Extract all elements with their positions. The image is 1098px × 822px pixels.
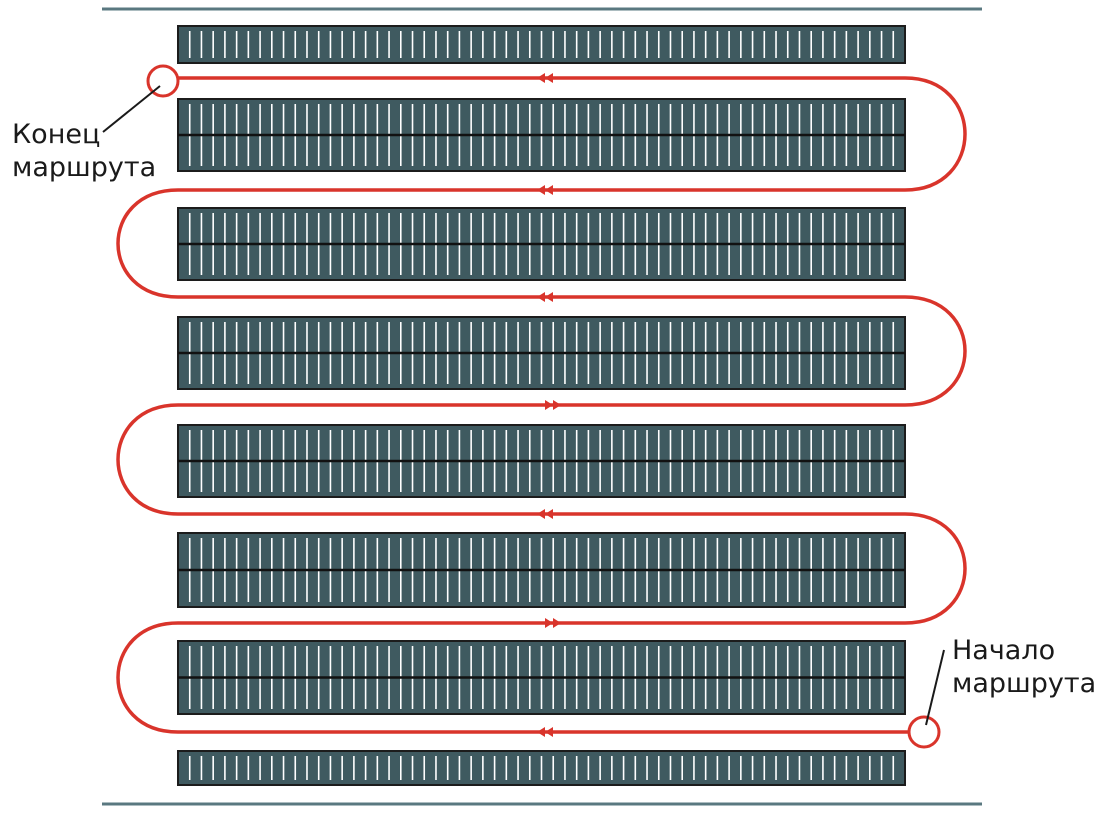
direction-arrow: [545, 618, 553, 628]
route-end-label: Конец маршрута: [12, 118, 156, 184]
direction-arrow: [537, 185, 545, 195]
route-start-pointer: [925, 649, 945, 726]
panel-row: [177, 750, 906, 786]
direction-arrow: [537, 292, 545, 302]
direction-arrow: [545, 185, 553, 195]
direction-arrow: [545, 73, 553, 83]
direction-arrow: [553, 618, 561, 628]
route-start-label: Начало маршрута: [952, 634, 1096, 700]
direction-arrow: [545, 509, 553, 519]
route-end-label-line2: маршрута: [12, 152, 157, 183]
route-end-pointer: [102, 85, 161, 133]
direction-arrow: [537, 509, 545, 519]
panel-row: [177, 207, 906, 281]
panel-row: [177, 98, 906, 172]
panel-row: [177, 424, 906, 498]
route-start-marker: [907, 715, 941, 749]
panel-row: [177, 532, 906, 608]
direction-arrow: [545, 400, 553, 410]
direction-arrow: [545, 727, 553, 737]
direction-arrow: [545, 292, 553, 302]
direction-arrow: [537, 73, 545, 83]
direction-arrow: [553, 400, 561, 410]
route-start-label-line1: Начало: [952, 635, 1056, 666]
panel-row: [177, 316, 906, 390]
route-end-label-line1: Конец: [12, 119, 101, 150]
panel-row: [177, 25, 906, 64]
route-path: [116, 76, 967, 734]
direction-arrow: [537, 727, 545, 737]
route-start-label-line2: маршрута: [952, 668, 1097, 699]
panel-row: [177, 640, 906, 715]
